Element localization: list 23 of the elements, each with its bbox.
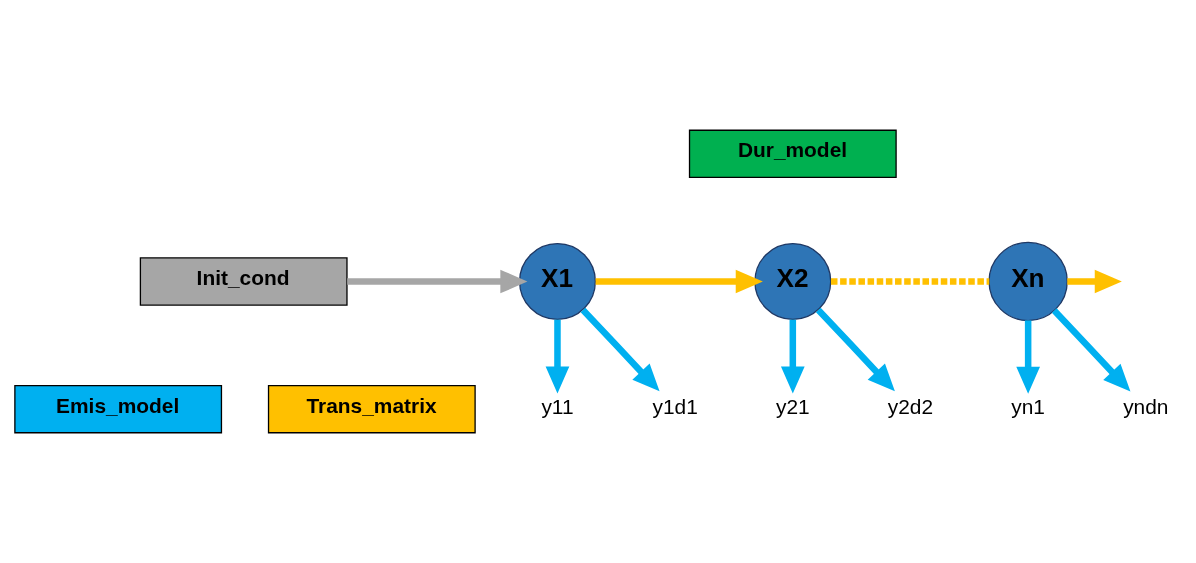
node-box: Dur_model	[688, 129, 897, 178]
node-circle: X1	[518, 242, 596, 321]
node-text: yn1	[1011, 395, 1046, 419]
arrow	[815, 307, 895, 392]
arrow	[595, 269, 763, 294]
connector	[830, 278, 990, 285]
node-text: y2d2	[887, 395, 934, 419]
node-text: yndn	[1123, 395, 1169, 419]
arrow	[780, 319, 805, 394]
arrow	[347, 269, 528, 294]
arrow	[545, 319, 570, 394]
arrow	[580, 307, 660, 392]
arrow	[1051, 308, 1131, 392]
node-text: y1d1	[652, 395, 698, 419]
node-box: Init_cond	[139, 257, 348, 306]
arrow	[1016, 320, 1040, 394]
node-circle: X2	[754, 242, 832, 321]
node-circle: Xn	[988, 241, 1068, 322]
node-box: Trans_matrix	[267, 385, 476, 434]
node-box: Emis_model	[14, 385, 223, 434]
node-text: y21	[775, 395, 810, 419]
node-text: y11	[541, 395, 574, 419]
arrow	[1067, 269, 1122, 294]
